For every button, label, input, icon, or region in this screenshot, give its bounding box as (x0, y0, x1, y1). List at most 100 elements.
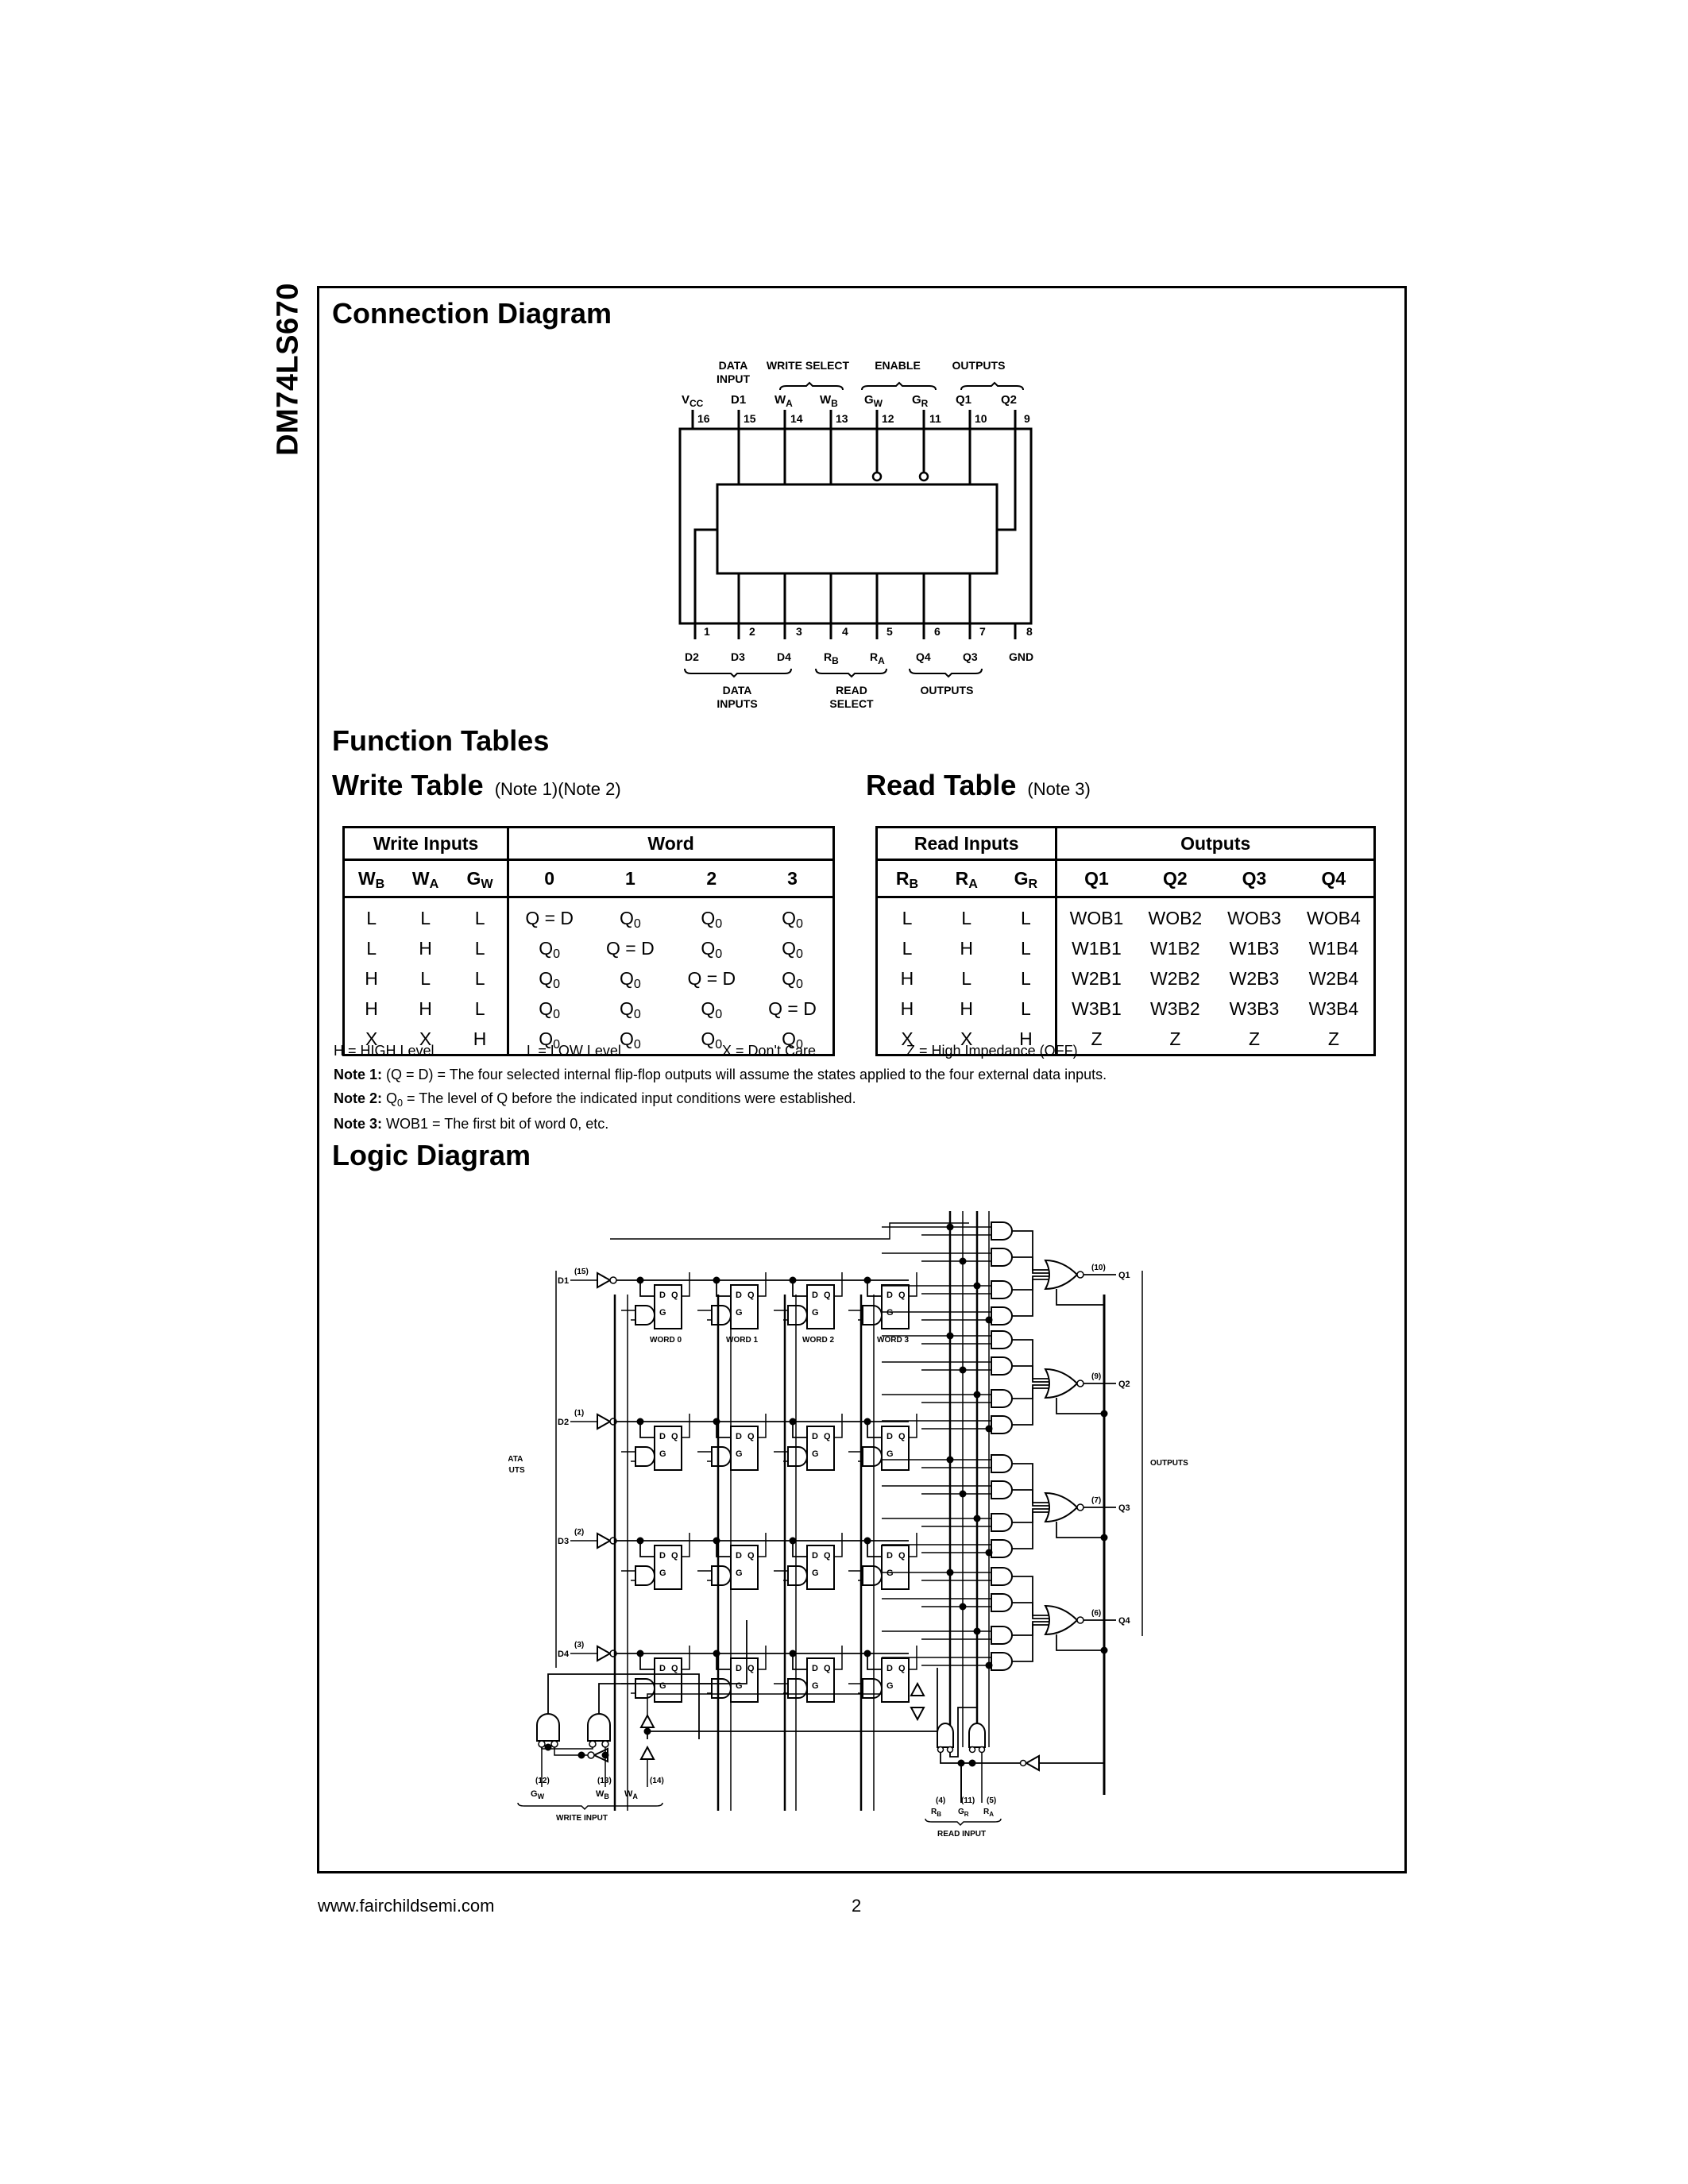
write-cell: H (365, 967, 378, 989)
svg-text:D1: D1 (731, 393, 746, 407)
read-cell: Z (1327, 1028, 1339, 1049)
svg-text:Q: Q (671, 1432, 678, 1441)
read-cell: W2B4 (1308, 967, 1359, 989)
read-col-header: GR (996, 859, 1056, 898)
part-number-side-title: DM74LS670 (271, 283, 305, 456)
note-1: Note 1: (Q = D) = The four selected inte… (334, 1067, 1107, 1082)
read-cell: W3B1 (1055, 994, 1136, 1024)
write-inputs-header: Write Inputs (343, 827, 508, 861)
read-cell: WOB1 (1055, 897, 1136, 933)
read-cell: Z (1169, 1028, 1181, 1049)
read-col-header: RB (876, 859, 937, 898)
read-table-notes-ref: (Note 3) (1027, 779, 1091, 799)
write-col-header: 2 (670, 859, 753, 898)
write-cell: H (419, 937, 432, 959)
page-number: 2 (852, 1896, 862, 1916)
write-cell: Q0 (782, 1028, 803, 1051)
svg-text:D: D (886, 1551, 893, 1561)
label-data-inputs-1: DATA (723, 684, 752, 696)
svg-text:D3: D3 (731, 650, 745, 663)
svg-text:GW: GW (531, 1789, 545, 1800)
svg-text:G: G (659, 1569, 666, 1578)
svg-text:OUTPUTS: OUTPUTS (1150, 1459, 1188, 1468)
svg-text:5: 5 (886, 625, 893, 638)
read-cell: L (1021, 997, 1031, 1019)
note-2: Note 2: Q0 = The level of Q before the i… (334, 1090, 856, 1109)
svg-text:D: D (736, 1664, 742, 1673)
svg-text:G: G (659, 1308, 666, 1318)
svg-text:G: G (736, 1449, 743, 1459)
svg-text:G: G (736, 1681, 743, 1691)
svg-text:(12): (12) (535, 1777, 550, 1785)
svg-text:D: D (812, 1551, 818, 1561)
read-cell: H (900, 967, 914, 989)
svg-text:(11): (11) (961, 1796, 975, 1805)
svg-text:Q: Q (671, 1664, 678, 1673)
legend-low: L = LOW Level (527, 1043, 621, 1059)
write-cell: Q = D (606, 937, 655, 959)
svg-text:(6): (6) (1091, 1609, 1101, 1618)
svg-text:WRITE INPUT: WRITE INPUT (556, 1814, 608, 1823)
write-cell: L (420, 967, 431, 989)
svg-text:WORD 2: WORD 2 (802, 1336, 834, 1345)
write-col-header: WB (343, 859, 399, 898)
svg-text:G: G (812, 1308, 819, 1318)
write-col-header: 3 (752, 859, 834, 898)
write-cell: H (419, 997, 432, 1019)
svg-text:Q: Q (898, 1432, 906, 1441)
svg-text:Q4: Q4 (1118, 1616, 1131, 1626)
write-cell: Q0 (619, 997, 641, 1021)
read-col-header: Q4 (1293, 859, 1375, 898)
svg-text:D4: D4 (777, 650, 791, 663)
read-col-header: Q3 (1215, 859, 1294, 898)
write-col-header: GW (452, 859, 508, 898)
svg-text:G: G (812, 1569, 819, 1578)
svg-text:G: G (886, 1569, 894, 1578)
read-cell: Z (1055, 1024, 1136, 1055)
svg-text:Q: Q (671, 1291, 678, 1300)
svg-text:GR: GR (912, 393, 929, 409)
read-cell: W1B3 (1229, 937, 1280, 959)
write-cell: Q = D (687, 967, 736, 989)
write-cell: Q0 (782, 937, 803, 961)
read-col-header: Q2 (1135, 859, 1215, 898)
read-cell: L (1021, 907, 1031, 928)
svg-text:Q1: Q1 (956, 393, 971, 407)
svg-text:D2: D2 (685, 650, 699, 663)
svg-text:G: G (659, 1449, 666, 1459)
svg-text:D: D (812, 1291, 818, 1300)
read-cell: X (960, 1028, 973, 1049)
read-cell: W2B3 (1229, 967, 1280, 989)
label-outputs-bottom: OUTPUTS (921, 684, 974, 696)
svg-text:(7): (7) (1091, 1496, 1101, 1505)
svg-text:Q: Q (747, 1291, 755, 1300)
svg-text:7: 7 (979, 625, 986, 638)
write-table-notes-ref: (Note 1)(Note 2) (494, 779, 621, 799)
read-cell: W2B2 (1150, 967, 1200, 989)
label-data-input-1: DATA (719, 359, 748, 372)
svg-text:Q2: Q2 (1118, 1379, 1130, 1389)
svg-text:G: G (812, 1449, 819, 1459)
word-header: Word (507, 827, 834, 861)
svg-text:(5): (5) (987, 1796, 996, 1805)
footer-url[interactable]: www.fairchildsemi.com (318, 1896, 495, 1916)
write-cell: H (365, 997, 378, 1019)
write-cell: Q0 (619, 1028, 641, 1051)
write-col-header: 0 (507, 859, 590, 898)
read-cell: L (902, 937, 913, 959)
svg-text:WA: WA (774, 393, 793, 409)
svg-text:Q: Q (747, 1664, 755, 1673)
write-cell: Q0 (701, 997, 723, 1021)
svg-text:WB: WB (596, 1789, 609, 1800)
svg-text:2: 2 (749, 625, 755, 638)
svg-text:12: 12 (882, 412, 894, 425)
svg-text:Q: Q (747, 1551, 755, 1561)
note-3: Note 3: WOB1 = The first bit of word 0, … (334, 1116, 609, 1132)
label-read-select-2: SELECT (829, 697, 874, 710)
